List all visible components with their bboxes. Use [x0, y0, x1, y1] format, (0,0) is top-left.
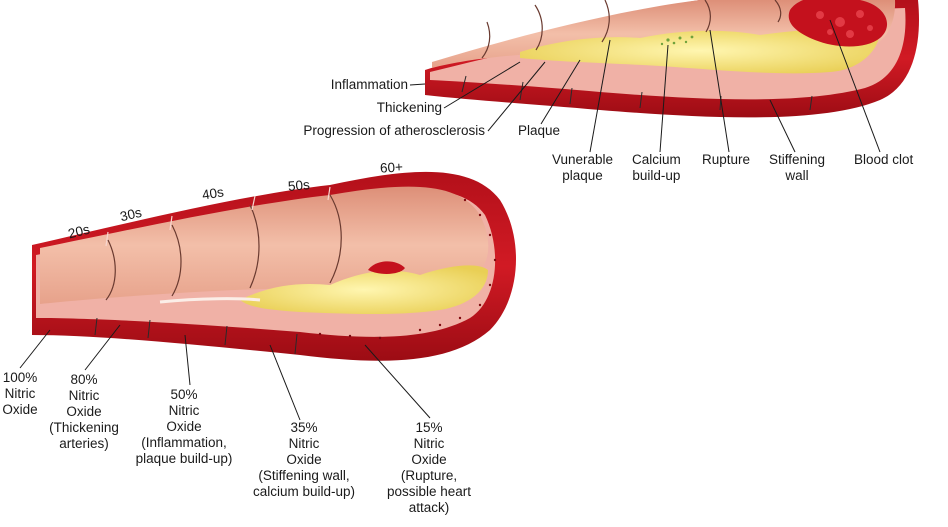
bottom-artery — [32, 171, 517, 361]
label-calcium-buildup: Calcium build-up — [632, 152, 681, 183]
label-blood-clot: Blood clot — [854, 152, 914, 167]
nitric-label-50: 50% Nitric Oxide (Inflammation, plaque b… — [135, 387, 233, 466]
nitric-label-35: 35% Nitric Oxide (Stiffening wall, calci… — [252, 420, 356, 499]
leader-lines — [19, 19, 881, 421]
bottom-fatty-streak — [159, 297, 261, 304]
bottom-rupture — [368, 261, 405, 274]
nitric-label-80: 80% Nitric Oxide (Thickening arteries) — [49, 372, 119, 451]
age-label-60plus: 60+ — [379, 159, 404, 176]
bottom-wall-segments — [94, 317, 298, 355]
label-inflammation: Inflammation — [330, 77, 408, 92]
top-calcium-specks — [660, 35, 694, 46]
nitric-label-15: 15% Nitric Oxide (Rupture, possible hear… — [386, 420, 472, 515]
age-label-50s: 50s — [287, 177, 311, 194]
label-plaque: Plaque — [518, 123, 561, 138]
label-stiffening-wall: Stiffening wall — [769, 152, 826, 183]
nitric-label-100: 100% Nitric Oxide — [2, 370, 38, 417]
label-rupture: Rupture — [702, 152, 751, 167]
label-thickening: Thickening — [376, 100, 442, 115]
wall-dots — [318, 198, 497, 340]
top-artery — [425, 0, 920, 118]
label-vunerable-plaque: Vunerable plaque — [552, 152, 614, 183]
label-progression: Progression of atherosclerosis — [303, 123, 485, 138]
bottom-segment-lines — [105, 194, 342, 301]
top-segment-lines — [481, 0, 782, 59]
top-artery-plaque — [520, 27, 880, 74]
bottom-rim-segments — [105, 186, 331, 247]
clot-texture — [816, 10, 873, 38]
bottom-artery-plaque — [240, 265, 488, 314]
